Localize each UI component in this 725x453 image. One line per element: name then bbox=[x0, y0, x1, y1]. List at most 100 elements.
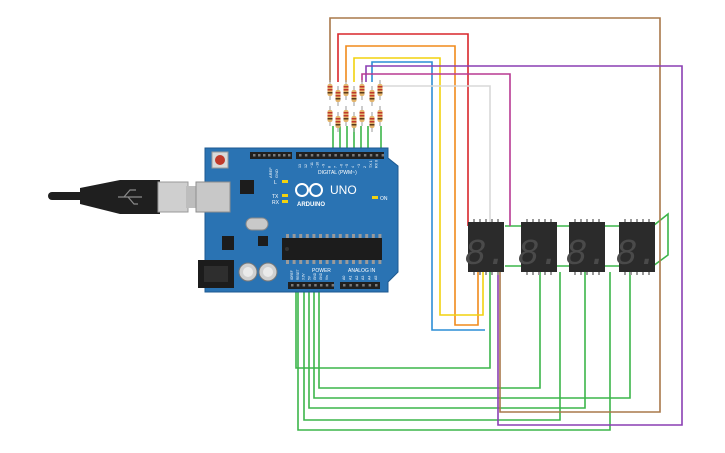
header-pin[interactable] bbox=[316, 154, 320, 157]
display-pin[interactable] bbox=[586, 272, 588, 275]
seven-segment-display[interactable]: 8. bbox=[464, 219, 508, 275]
header-pin[interactable] bbox=[362, 284, 365, 287]
header-pin[interactable] bbox=[314, 284, 317, 287]
digital-header-right[interactable] bbox=[296, 152, 384, 159]
header-pin[interactable] bbox=[299, 154, 302, 157]
header-pin[interactable] bbox=[278, 154, 281, 157]
header-pin[interactable] bbox=[308, 284, 311, 287]
resistor[interactable] bbox=[335, 112, 341, 132]
header-pin[interactable] bbox=[381, 154, 385, 157]
display-pin[interactable] bbox=[538, 219, 540, 222]
resistor[interactable] bbox=[343, 80, 349, 100]
display-pin[interactable] bbox=[491, 219, 493, 222]
arduino-uno-board[interactable]: L TX RX ON ARDUINO UNO DIGITAL (PWM~) AR… bbox=[195, 147, 399, 293]
header-pin[interactable] bbox=[273, 154, 276, 157]
reset-button-cap[interactable] bbox=[215, 155, 225, 165]
display-pin[interactable] bbox=[550, 219, 552, 222]
header-pin[interactable] bbox=[304, 154, 308, 157]
display-pin[interactable] bbox=[630, 219, 632, 222]
resistor[interactable] bbox=[369, 112, 375, 132]
header-pin[interactable] bbox=[343, 284, 346, 287]
display-pin[interactable] bbox=[526, 272, 528, 275]
display-pin[interactable] bbox=[473, 219, 475, 222]
header-pin[interactable] bbox=[320, 284, 323, 287]
display-pin[interactable] bbox=[642, 219, 644, 222]
display-pin[interactable] bbox=[491, 272, 493, 275]
resistor[interactable] bbox=[369, 86, 375, 106]
resistor[interactable] bbox=[327, 106, 333, 126]
display-pin[interactable] bbox=[497, 219, 499, 222]
header-pin[interactable] bbox=[296, 284, 300, 287]
header-pin[interactable] bbox=[368, 284, 372, 287]
display-pin[interactable] bbox=[648, 272, 650, 275]
header-pin[interactable] bbox=[253, 154, 256, 157]
wire-magenta[interactable] bbox=[361, 73, 511, 226]
display-pin[interactable] bbox=[648, 219, 650, 222]
wire-green-6[interactable] bbox=[295, 272, 491, 369]
resistor[interactable] bbox=[359, 80, 365, 100]
display-pin[interactable] bbox=[485, 219, 487, 222]
header-pin[interactable] bbox=[363, 154, 367, 157]
display-pin[interactable] bbox=[580, 272, 582, 275]
wire-green-3[interactable] bbox=[308, 272, 586, 409]
header-pin[interactable] bbox=[288, 154, 291, 157]
display-pin[interactable] bbox=[473, 272, 475, 275]
display-pin[interactable] bbox=[598, 219, 600, 222]
wire-green-2[interactable] bbox=[303, 272, 561, 421]
wire-green-1[interactable] bbox=[297, 272, 611, 431]
display-pin[interactable] bbox=[624, 219, 626, 222]
header-pin[interactable] bbox=[283, 154, 286, 157]
header-pin[interactable] bbox=[322, 154, 326, 157]
header-pin[interactable] bbox=[334, 154, 337, 157]
wire-green-4[interactable] bbox=[313, 272, 631, 399]
display-pin[interactable] bbox=[550, 272, 552, 275]
usb-cable[interactable] bbox=[48, 180, 198, 214]
display-pin[interactable] bbox=[479, 272, 481, 275]
resistor[interactable] bbox=[351, 112, 357, 132]
header-pin[interactable] bbox=[331, 284, 335, 287]
digital-header-left[interactable] bbox=[250, 152, 292, 159]
header-pin[interactable] bbox=[328, 154, 332, 157]
resistor[interactable] bbox=[351, 86, 357, 106]
usb-port[interactable] bbox=[195, 181, 231, 213]
display-pin[interactable] bbox=[532, 272, 534, 275]
seven-segment-display[interactable]: 8. bbox=[615, 219, 659, 275]
resistor[interactable] bbox=[377, 106, 383, 126]
header-pin[interactable] bbox=[340, 154, 343, 157]
display-pin[interactable] bbox=[544, 219, 546, 222]
wire-green-5[interactable] bbox=[318, 272, 541, 389]
resistor[interactable] bbox=[377, 80, 383, 100]
wire-red[interactable] bbox=[337, 33, 469, 226]
display-pin[interactable] bbox=[574, 219, 576, 222]
wire-brown[interactable] bbox=[329, 17, 661, 413]
wire-green-res[interactable] bbox=[332, 126, 382, 154]
resistor[interactable] bbox=[335, 86, 341, 106]
display-pin[interactable] bbox=[636, 272, 638, 275]
header-pin[interactable] bbox=[268, 154, 271, 157]
display-pin[interactable] bbox=[598, 272, 600, 275]
resistor[interactable] bbox=[359, 106, 365, 126]
header-pin[interactable] bbox=[355, 284, 359, 287]
header-pin[interactable] bbox=[291, 284, 294, 287]
display-pin[interactable] bbox=[642, 272, 644, 275]
display-pin[interactable] bbox=[479, 219, 481, 222]
seven-segment-display[interactable]: 8. bbox=[517, 219, 561, 275]
display-pin[interactable] bbox=[630, 272, 632, 275]
wire-blue[interactable] bbox=[371, 61, 485, 331]
display-pin[interactable] bbox=[592, 272, 594, 275]
display-pin[interactable] bbox=[624, 272, 626, 275]
display-pin[interactable] bbox=[636, 219, 638, 222]
power-header[interactable] bbox=[288, 282, 334, 289]
header-pin[interactable] bbox=[258, 154, 261, 157]
wire-purple[interactable] bbox=[365, 65, 683, 426]
header-pin[interactable] bbox=[375, 284, 378, 287]
display-pin[interactable] bbox=[580, 219, 582, 222]
analog-header[interactable] bbox=[340, 282, 380, 289]
header-pin[interactable] bbox=[349, 284, 352, 287]
header-pin[interactable] bbox=[352, 154, 355, 157]
display-pin[interactable] bbox=[497, 272, 499, 275]
display-pin[interactable] bbox=[538, 272, 540, 275]
header-pin[interactable] bbox=[358, 154, 361, 157]
seven-segment-display[interactable]: 8. bbox=[565, 219, 609, 275]
header-pin[interactable] bbox=[375, 154, 379, 157]
